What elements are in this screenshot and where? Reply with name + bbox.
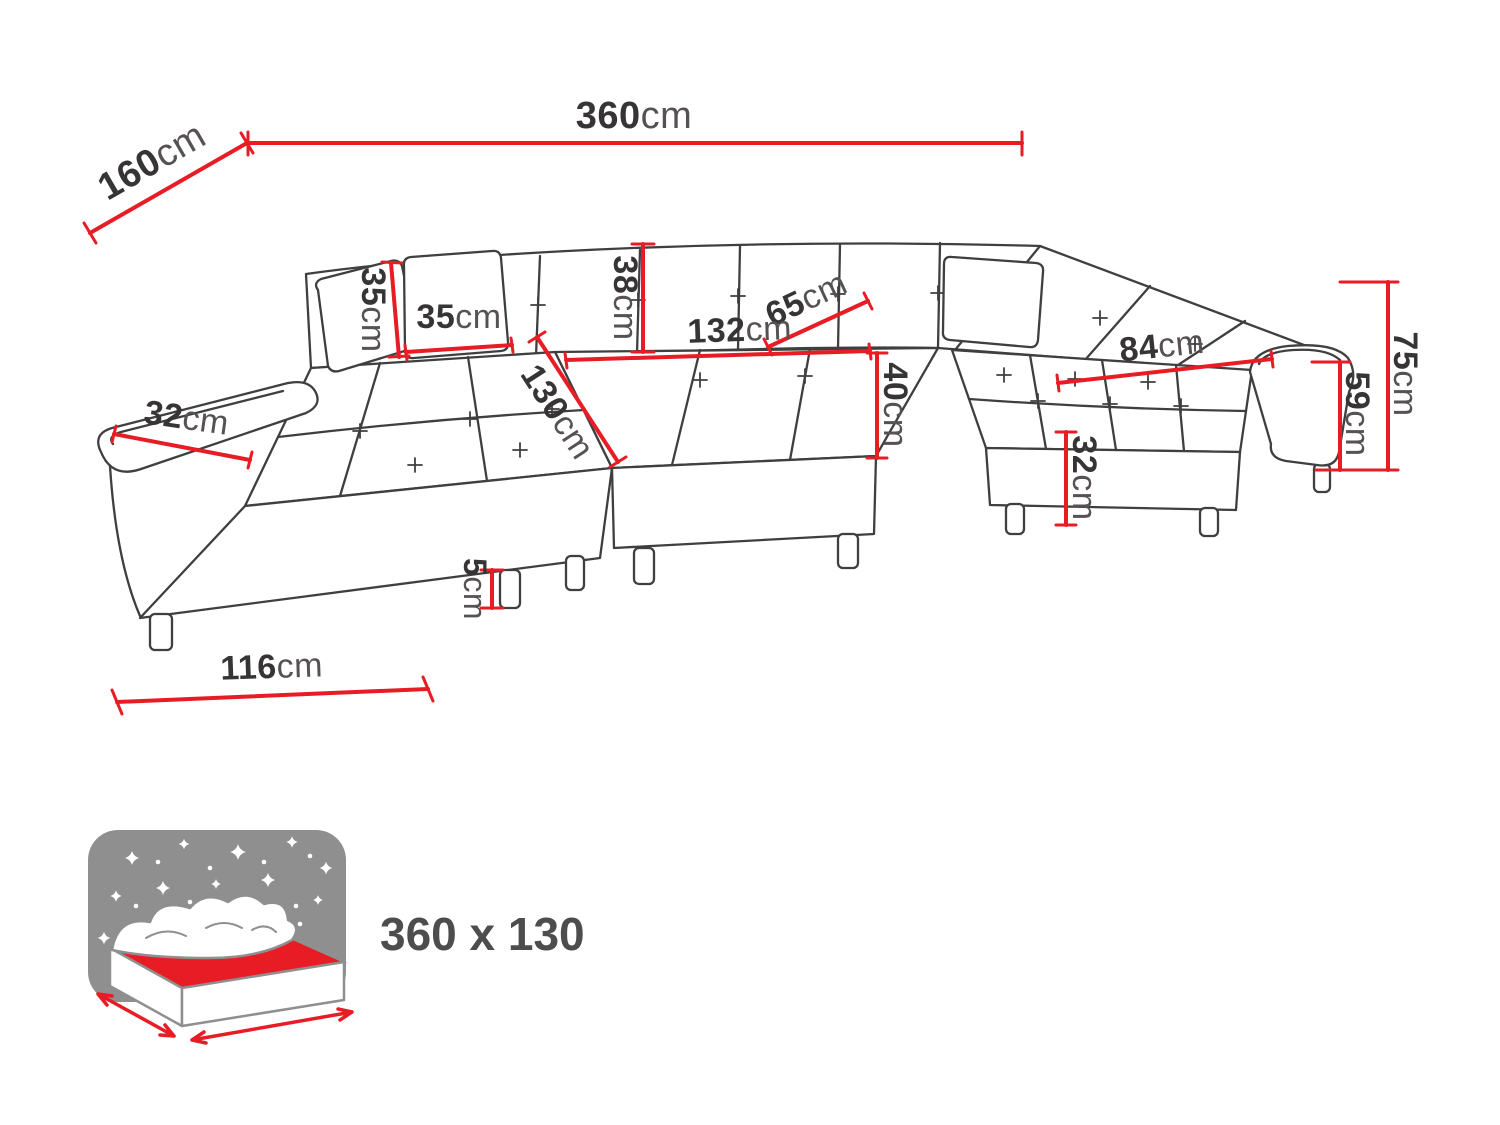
star-dot: [297, 921, 303, 927]
sofa-leg: [1004, 502, 1026, 536]
sofa-center-front: [610, 454, 878, 550]
sofa-center-seat-buttons: [692, 368, 813, 388]
dim-pillow-width: 35cm: [403, 298, 515, 362]
sofa-right-chaise-front: [984, 446, 1242, 512]
dim-total-width-label: 360cm: [576, 95, 693, 137]
dim-total-depth-ticks: [82, 131, 255, 245]
bed-front-right-face: [180, 960, 346, 1028]
star-dot: [207, 865, 213, 871]
dim-left-armrest-width: 32cm: [110, 393, 254, 470]
dim-total-depth-line: [88, 141, 249, 235]
dim-left-chaise-length-line: [535, 335, 620, 464]
bed-width-arrow: [96, 992, 176, 1038]
dim-center-seat-width-label: 132cm: [687, 309, 793, 351]
dim-left-armrest-width-label: 32cm: [142, 393, 232, 442]
sofa-leg: [632, 546, 656, 586]
dim-total-depth: 160cm: [82, 114, 255, 245]
sofa-center-seat-seams: [670, 347, 812, 467]
sofa-leg: [836, 532, 860, 570]
sofa-legs: [148, 462, 1332, 652]
dim-seat-depth-line: [766, 299, 870, 349]
dim-total-height-label: 75cm: [1386, 331, 1424, 416]
bed-duvet-crinkles: [145, 922, 277, 939]
bed-length-arrow: [190, 1007, 354, 1045]
dim-seat-height-label: 40cm: [876, 362, 914, 447]
dim-seat-height: 40cm: [865, 351, 914, 460]
dim-backrest-height: 38cm: [606, 242, 656, 354]
dim-leg-height-label: 5cm: [457, 558, 493, 620]
star-dot: [307, 853, 313, 859]
star-dot: [133, 903, 139, 909]
sofa-bed-icon: [96, 894, 354, 1045]
dim-seat-height-ticks: [865, 351, 889, 460]
sleeping-function: 360 x 130: [88, 830, 585, 1045]
dim-left-chaise-width-ticks: [110, 675, 435, 716]
dim-leg-height: 5cm: [457, 558, 505, 620]
pillow-left-front: [402, 249, 510, 360]
dim-backrest-height-label: 38cm: [606, 255, 644, 340]
sofa-right-chaise-buttons: [996, 367, 1189, 414]
dim-right-front-height-ticks: [1054, 430, 1078, 527]
sofa-illustration: [97, 241, 1355, 652]
star-dot: [261, 859, 267, 865]
dim-center-seat-width: 132cm: [563, 309, 873, 370]
dim-backrest-height-ticks: [630, 242, 656, 354]
bed-duvet: [110, 894, 298, 960]
dim-total-height: 75cm: [1338, 280, 1424, 472]
dim-pillow-height-line: [389, 261, 401, 359]
star-dot: [187, 899, 193, 905]
sofa-leg: [564, 554, 586, 592]
sofa-backrest-buttons: [530, 285, 1203, 352]
dim-pillow-height: 35cm: [354, 260, 411, 359]
dim-left-chaise-width-line: [115, 687, 430, 704]
sleeping-area-label: 360 x 130: [380, 908, 585, 960]
dim-center-seat-width-line: [564, 349, 872, 362]
dim-left-chaise-width-label: 116cm: [220, 646, 324, 688]
dim-armrest-height: 59cm: [1310, 360, 1376, 472]
dim-pillow-width-line: [404, 343, 514, 354]
dim-right-seat-length: 84cm: [1055, 323, 1275, 393]
sofa-left-chaise-front: [138, 466, 614, 620]
pillow-right: [941, 255, 1045, 349]
dim-total-height-ticks: [1338, 280, 1400, 472]
sofa-leg: [1198, 506, 1220, 538]
star-dot: [155, 859, 161, 865]
sofa-leg: [498, 568, 522, 610]
dim-right-front-height-label: 32cm: [1065, 435, 1103, 520]
dim-armrest-height-label: 59cm: [1338, 371, 1376, 456]
dim-right-front-height: 32cm: [1054, 430, 1103, 527]
dim-pillow-width-ticks: [403, 336, 515, 362]
star-dot: [293, 903, 299, 909]
sofa-right-armrest: [1248, 344, 1355, 467]
dim-right-seat-length-line: [1056, 357, 1274, 385]
sofa-left-side-edge: [108, 464, 142, 618]
dim-left-chaise-width: 116cm: [110, 646, 435, 716]
dim-armrest-height-ticks: [1310, 360, 1352, 472]
dim-right-seat-length-label: 84cm: [1118, 323, 1207, 370]
dim-left-armrest-width-line: [112, 432, 252, 462]
sofa-left-chaise-buttons: [352, 401, 560, 473]
dim-total-width: 360cm: [246, 95, 1024, 157]
dim-left-armrest-width-ticks: [110, 424, 254, 470]
dim-right-seat-length-ticks: [1055, 349, 1275, 393]
sofa-leg: [1312, 462, 1332, 494]
dim-leg-height-ticks: [479, 568, 505, 610]
dim-pillow-height-label: 35cm: [354, 267, 392, 352]
dim-total-depth-label: 160cm: [91, 114, 213, 209]
dim-left-chaise-length-ticks: [527, 330, 628, 469]
sofa-left-armrest: [97, 381, 319, 473]
sofa-leg: [148, 612, 174, 652]
dim-pillow-width-label: 35cm: [416, 298, 501, 336]
